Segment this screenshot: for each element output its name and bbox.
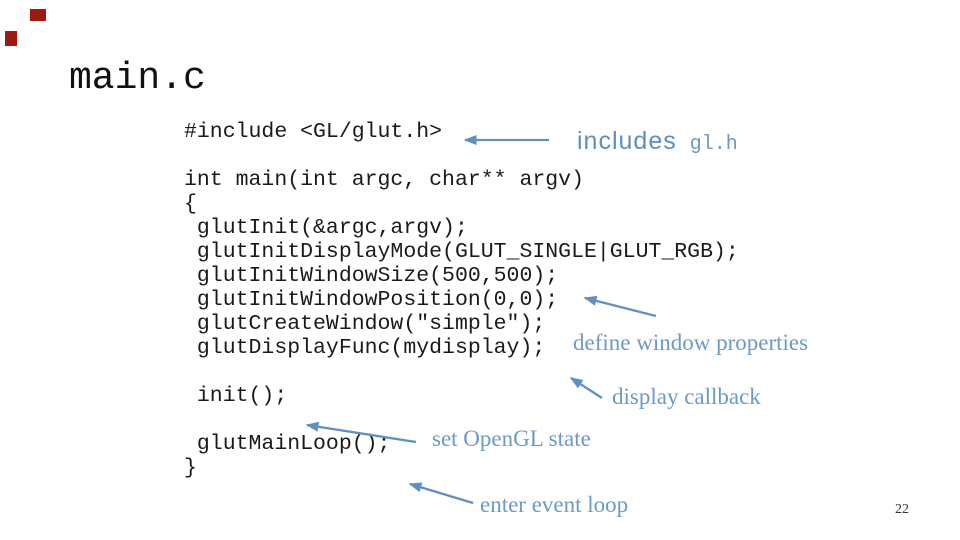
- code-block: #include <GL/glut.h> int main(int argc, …: [184, 120, 739, 480]
- annotation-set-opengl-state: set OpenGL state: [432, 426, 591, 451]
- annotation-includes-label: includes: [577, 127, 677, 155]
- slide-title: main.c: [69, 57, 206, 100]
- page-number: 22: [895, 502, 909, 517]
- corner-accent-top: [30, 9, 46, 21]
- corner-accent-left: [5, 31, 17, 46]
- annotation-includes-code: gl.h: [689, 133, 738, 156]
- annotation-enter-event-loop: enter event loop: [480, 492, 629, 517]
- annotation-display-callback: display callback: [612, 384, 761, 409]
- event-loop-arrow-icon: [408, 482, 474, 505]
- annotation-define-window-properties: define window properties: [573, 330, 809, 355]
- annotation-includes: includes gl.h: [577, 127, 738, 156]
